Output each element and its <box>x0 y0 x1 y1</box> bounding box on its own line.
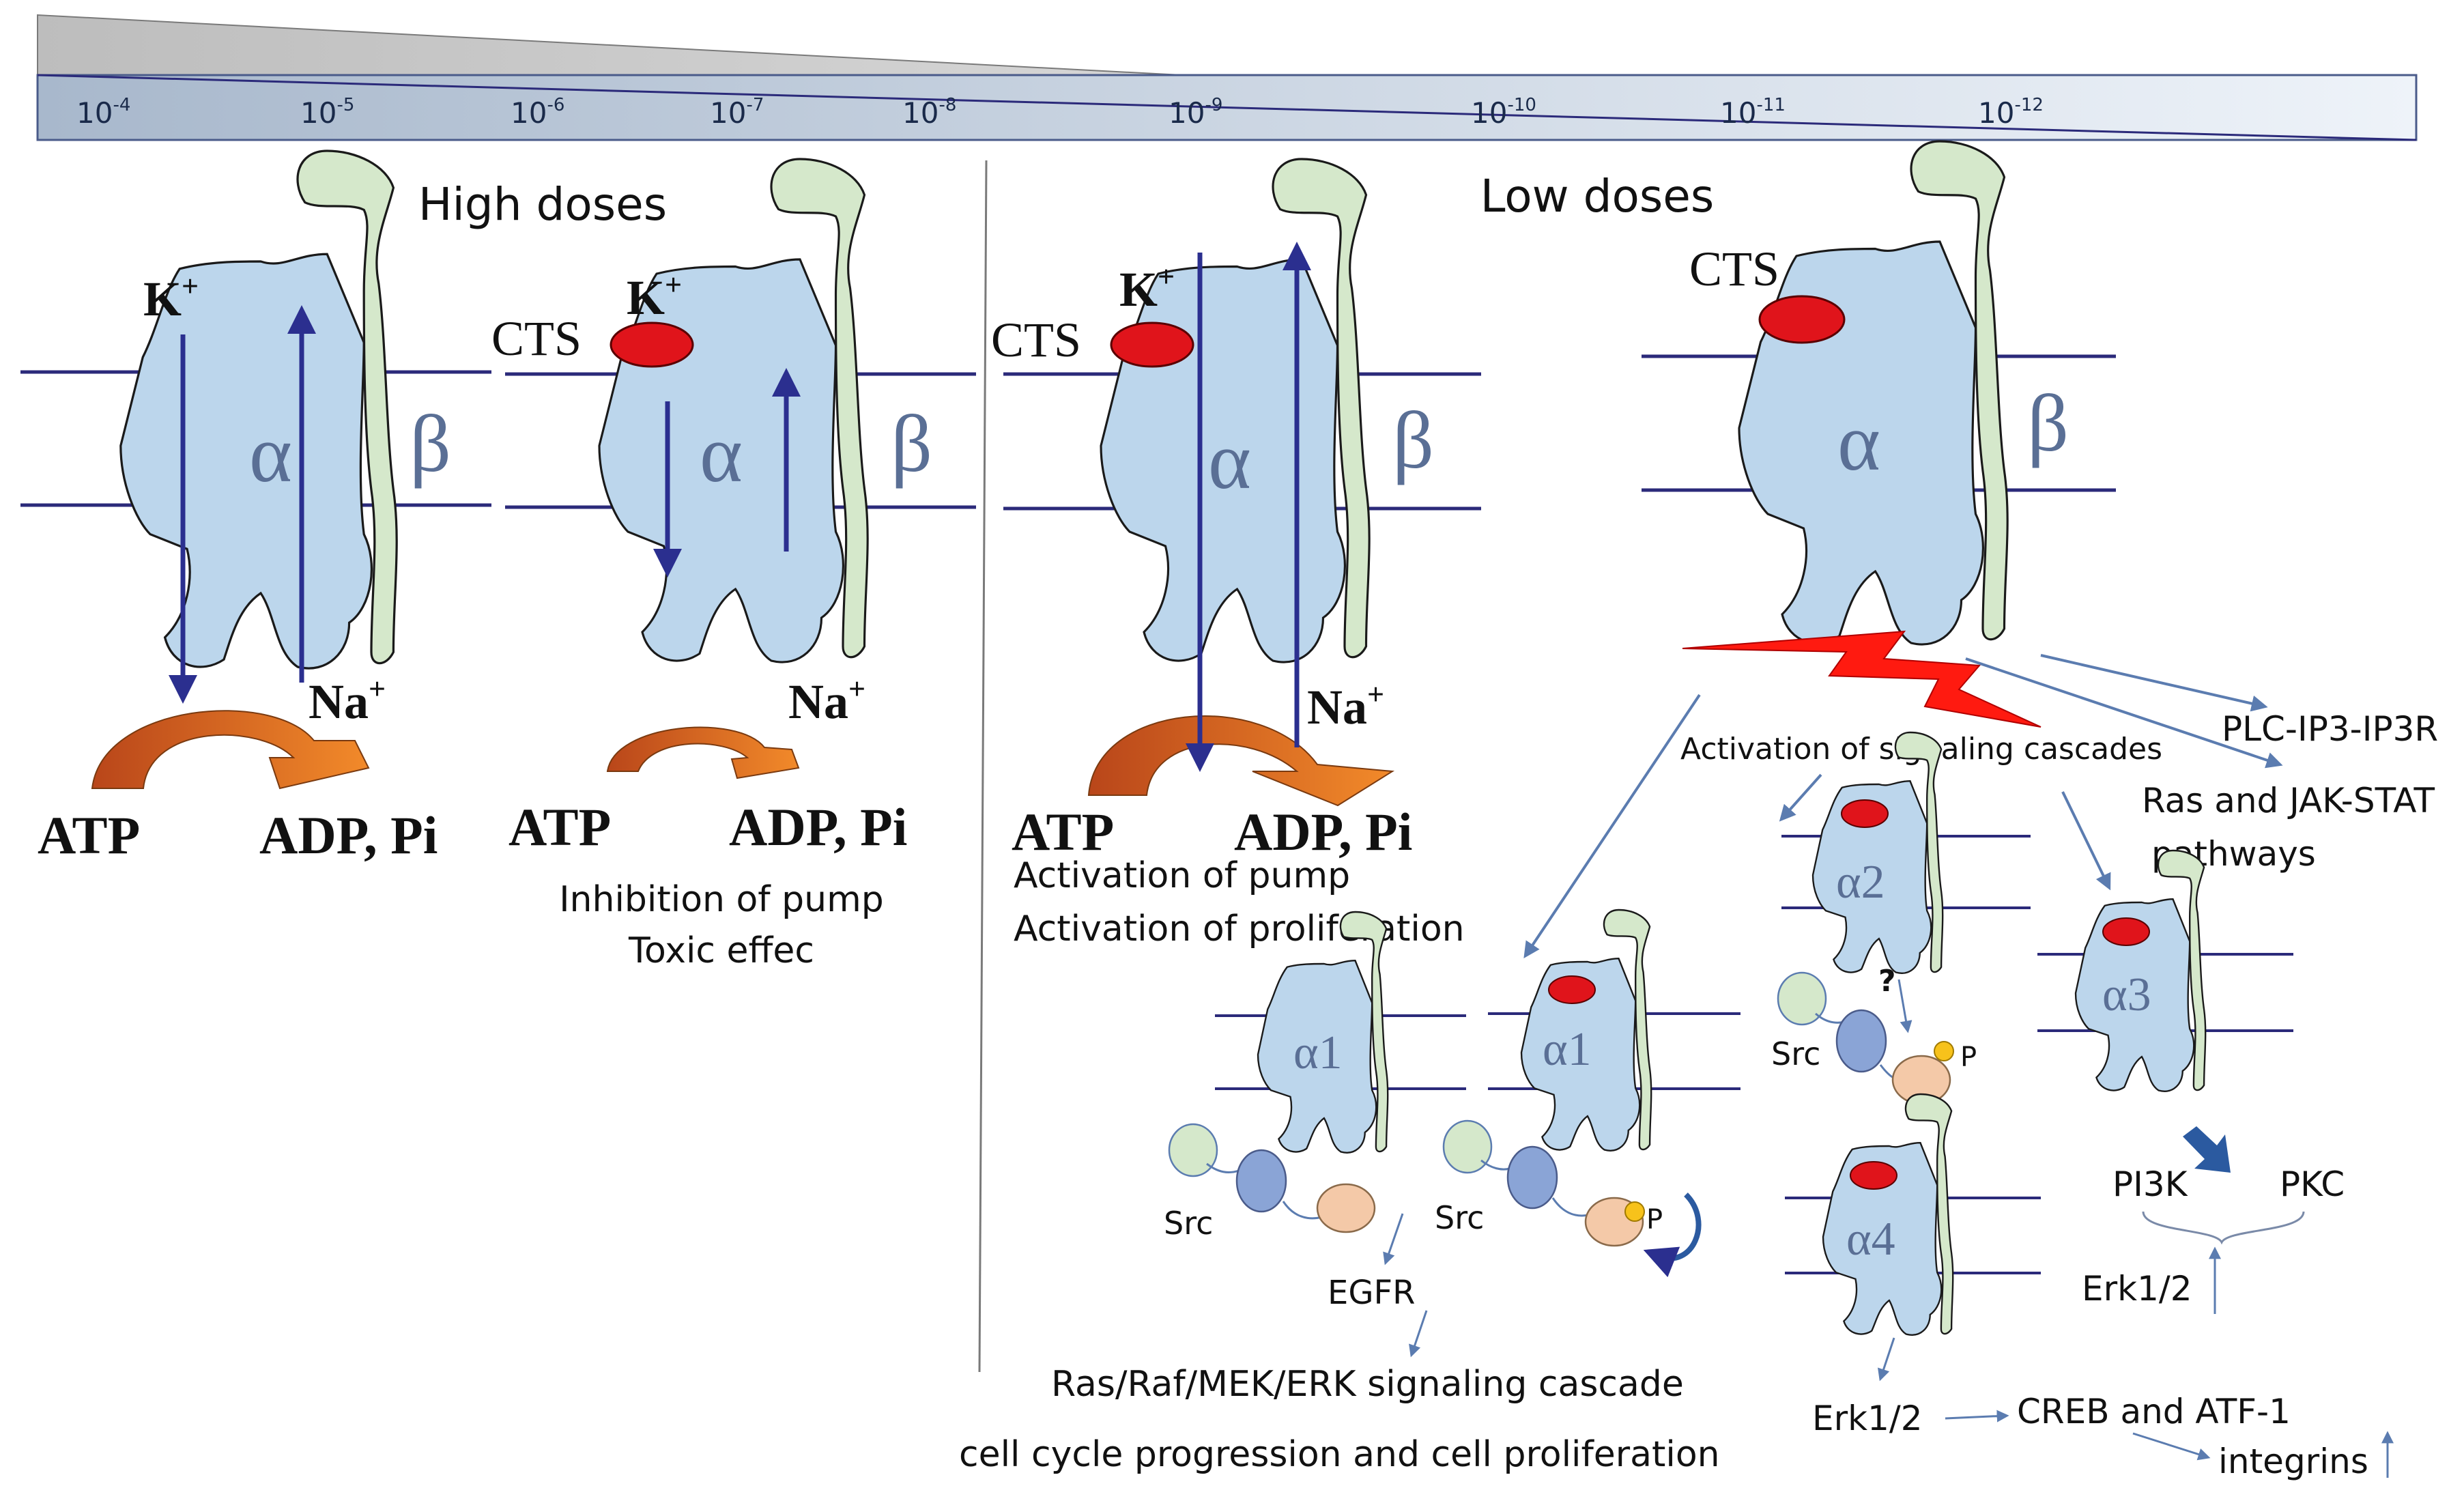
erk-a4-label: Erk1/2 <box>1812 1399 1923 1438</box>
creb-label: CREB and ATF-1 <box>2017 1392 2291 1431</box>
alpha-label: α <box>700 408 743 499</box>
atp-label: ATP <box>1012 802 1114 861</box>
alpha2-connector <box>1897 979 1913 1033</box>
cts-molecule <box>610 321 694 368</box>
cts-molecule <box>1758 295 1846 344</box>
tick-label: 10-4 <box>76 95 130 130</box>
pump-low-signaling <box>1738 140 2009 646</box>
k-ion-label: K+ <box>627 268 682 325</box>
integrins-label: integrins <box>2218 1442 2368 1481</box>
na-ion-label: Na+ <box>788 672 865 729</box>
inhibition-caption: Inhibition of pump <box>559 879 884 920</box>
cts-label: CTS <box>491 311 582 366</box>
atp-hydrolysis-arrow-large <box>1087 715 1395 807</box>
atp-hydrolysis-arrow <box>91 710 370 790</box>
cell-cycle-caption: cell cycle progression and cell prolifer… <box>959 1434 1720 1475</box>
src-complex <box>1168 1123 1376 1233</box>
alpha3-label: α3 <box>2102 969 2151 1021</box>
tick-label: 10-12 <box>1978 95 2044 130</box>
alpha-label: α <box>1208 415 1251 506</box>
concentration-scale: 10-4 10-5 10-6 10-7 10-8 10-9 10-10 10-1… <box>36 14 2418 141</box>
alpha4-connector <box>1878 1337 1895 1382</box>
signaling-connectors <box>1523 654 2283 958</box>
src-label: Src <box>1164 1205 1213 1242</box>
tick-label: 10-8 <box>902 95 956 130</box>
alpha-label: α <box>1837 397 1880 487</box>
low-doses-title: Low doses <box>1480 170 1715 223</box>
plc-caption: PLC-IP3-IP3R <box>2222 709 2438 749</box>
cts-molecule <box>1841 799 1889 828</box>
tick-label: 10-11 <box>1720 95 1786 130</box>
creb-integrins-arrow <box>2132 1432 2211 1461</box>
erk-a3-label: Erk1/2 <box>2082 1269 2192 1309</box>
atp-label: ATP <box>38 805 140 865</box>
unknown-link-label: ? <box>1878 964 1896 999</box>
beta-label: β <box>410 398 451 489</box>
na-ion-label: Na+ <box>1307 678 1384 734</box>
pi3k-arrow-icon <box>2183 1126 2231 1173</box>
k-ion-label: K+ <box>143 270 199 326</box>
alpha2-label: α2 <box>1836 856 1885 909</box>
pump-low-active <box>1100 158 1371 663</box>
beta-label: β <box>891 398 932 489</box>
erk-creb-arrow <box>1945 1410 2009 1423</box>
alpha-label: α <box>249 408 292 499</box>
src-label: Src <box>1435 1199 1484 1236</box>
alpha1-label: α1 <box>1293 1027 1343 1079</box>
high-doses-title: High doses <box>418 178 667 231</box>
pi3k-label: PI3K <box>2112 1164 2188 1204</box>
k-ion-label: K+ <box>1119 260 1175 317</box>
tick-label: 10-7 <box>710 95 764 130</box>
adp-label: ADP, Pi <box>259 805 438 865</box>
cts-label: CTS <box>1689 242 1779 296</box>
tick-label: 10-10 <box>1471 95 1536 130</box>
src-complex-phospho <box>1442 1119 1645 1247</box>
tick-label: 10-6 <box>511 95 564 130</box>
pump-alpha2 <box>1811 731 1944 974</box>
activation-pump-caption: Activation of pump <box>1014 855 1350 896</box>
src-label: Src <box>1771 1035 1820 1072</box>
tick-label: 10-5 <box>300 95 354 130</box>
cts-molecule <box>2102 917 2150 946</box>
pi3k-pkc-bracket <box>2142 1211 2305 1245</box>
alpha1-label: α1 <box>1543 1023 1592 1076</box>
alpha4-label: α4 <box>1846 1213 1895 1266</box>
tick-label: 10-9 <box>1169 95 1222 130</box>
cts-label: CTS <box>991 313 1081 367</box>
ras-raf-connector <box>1409 1310 1428 1358</box>
atp-hydrolysis-arrow-small <box>606 726 800 780</box>
signal-lightning-icon <box>1682 630 2042 728</box>
atp-label: ATP <box>508 797 611 857</box>
cts-molecule <box>1548 975 1596 1004</box>
egfr-label: EGFR <box>1328 1274 1415 1312</box>
adp-label: ADP, Pi <box>1234 802 1412 861</box>
src-complex-alpha2 <box>1777 971 1954 1105</box>
pkc-label: PKC <box>2280 1164 2345 1204</box>
cts-molecule <box>1850 1161 1897 1190</box>
phospho-label: P <box>1646 1204 1663 1235</box>
na-ion-label: Na+ <box>309 672 386 729</box>
beta-label: β <box>2027 377 2069 468</box>
beta-label: β <box>1392 395 1434 485</box>
ras-raf-caption: Ras/Raf/MEK/ERK signaling cascade <box>1051 1364 1684 1405</box>
section-divider <box>978 160 988 1373</box>
ras-jak-caption: Ras and JAK-STAT <box>2142 781 2435 820</box>
cts-molecule <box>1110 321 1194 368</box>
feedback-curved-arrow <box>1643 1192 1702 1278</box>
egfr-connector <box>1383 1213 1404 1266</box>
toxic-caption: Toxic effec <box>628 930 814 971</box>
phospho-label: P <box>1960 1042 1977 1073</box>
adp-label: ADP, Pi <box>729 797 907 857</box>
activation-proliferation-caption: Activation of proliferation <box>1014 909 1465 949</box>
